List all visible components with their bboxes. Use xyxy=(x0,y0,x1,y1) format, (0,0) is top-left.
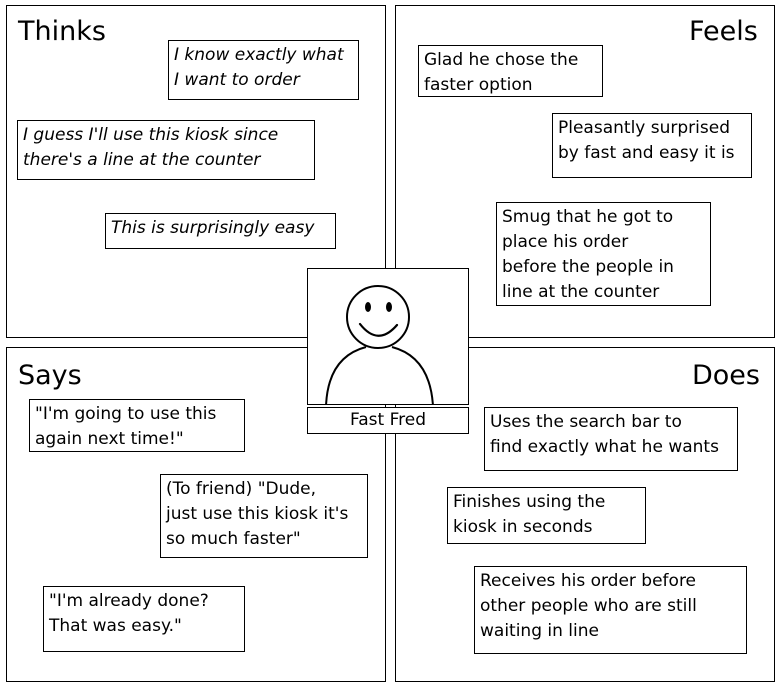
does-title: Does xyxy=(692,360,760,391)
thinks-title: Thinks xyxy=(18,16,106,47)
persona-name: Fast Fred xyxy=(307,407,469,434)
smiley-face-icon xyxy=(325,285,434,404)
thinks-note-1: I know exactly what I want to order xyxy=(168,40,359,100)
feels-title: Feels xyxy=(689,16,758,47)
says-note-3: "I'm already done? That was easy." xyxy=(43,586,245,652)
says-note-2: (To friend) "Dude, just use this kiosk i… xyxy=(160,474,368,558)
feels-note-1: Glad he chose the faster option xyxy=(418,45,603,97)
thinks-note-2: I guess I'll use this kiosk since there'… xyxy=(17,120,315,180)
does-note-2: Finishes using the kiosk in seconds xyxy=(447,487,646,544)
says-title: Says xyxy=(18,360,82,391)
persona-card xyxy=(307,268,469,405)
does-note-3: Receives his order before other people w… xyxy=(474,566,747,654)
does-note-1: Uses the search bar to find exactly what… xyxy=(484,407,738,471)
feels-note-3: Smug that he got to place his order befo… xyxy=(496,202,711,306)
feels-note-2: Pleasantly surprised by fast and easy it… xyxy=(552,113,752,178)
says-note-1: "I'm going to use this again next time!" xyxy=(29,399,245,452)
thinks-note-3: This is surprisingly easy xyxy=(105,213,336,249)
